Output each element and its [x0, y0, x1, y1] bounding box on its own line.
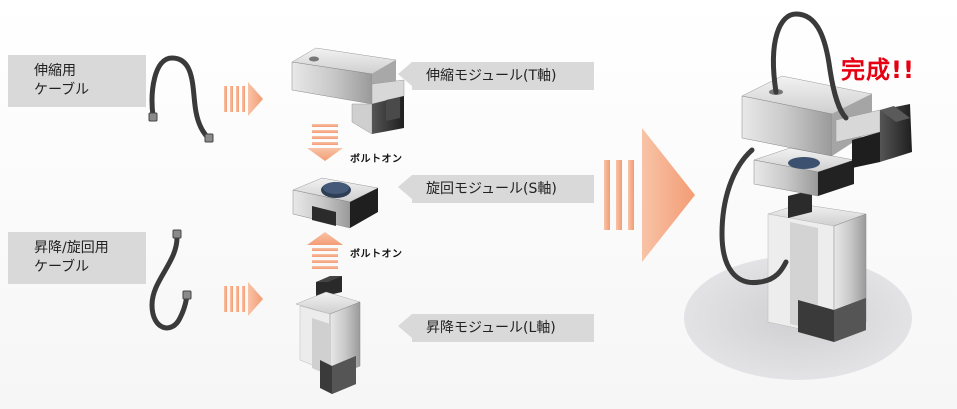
l-axis-callout: 昇降モジュール(L軸)	[412, 314, 594, 342]
t-axis-label: 伸縮モジュール(T軸)	[426, 67, 557, 84]
arrow-right-bottom-icon	[224, 282, 263, 316]
arrow-up-icon	[307, 232, 343, 269]
arrow-right-top-icon	[224, 82, 263, 116]
lift-rotate-cable-callout-tail	[120, 258, 146, 282]
s-axis-module	[292, 177, 379, 229]
completed-robot	[684, 11, 912, 380]
arrow-right-large-icon	[604, 128, 695, 262]
arrow-down-icon	[307, 124, 343, 161]
lift-rotate-cable-label-line2: ケーブル	[34, 259, 90, 275]
telescopic-cable-callout-tail	[120, 83, 146, 107]
bolt-on-label-top: ボルトオン	[350, 154, 403, 165]
s-axis-label: 旋回モジュール(S軸)	[426, 180, 557, 197]
complete-label: 完成!!	[841, 56, 915, 84]
lift-rotate-cable-label-line1: 昇降/旋回用	[34, 240, 109, 256]
t-axis-callout-tail	[398, 62, 412, 86]
telescopic-cable-label-line2: ケーブル	[34, 82, 90, 98]
l-axis-module	[295, 276, 361, 394]
telescopic-cable-callout: 伸縮用 ケーブル	[8, 55, 146, 107]
bolt-on-label-bottom: ボルトオン	[350, 249, 403, 260]
telescopic-cable	[148, 55, 214, 143]
s-axis-callout: 旋回モジュール(S軸)	[412, 175, 594, 203]
lift-rotate-cable	[149, 229, 192, 331]
l-axis-callout-tail	[398, 314, 412, 338]
telescopic-cable-label-line1: 伸縮用	[34, 63, 76, 79]
s-axis-callout-tail	[398, 175, 412, 199]
t-axis-module	[291, 47, 405, 135]
t-axis-callout: 伸縮モジュール(T軸)	[412, 62, 594, 90]
l-axis-label: 昇降モジュール(L軸)	[426, 319, 556, 336]
